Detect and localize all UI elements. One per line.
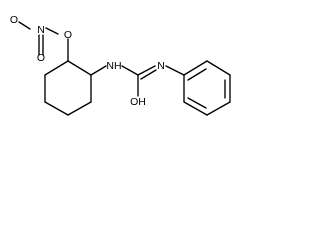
atom-n-nitrate: N xyxy=(37,24,45,36)
atom-nh: NH xyxy=(106,60,121,72)
ring-bond-c3-c4 xyxy=(67,101,92,116)
phenyl-bond-5 xyxy=(183,101,208,116)
atom-o-double: O xyxy=(37,52,45,64)
atom-o-ester: O xyxy=(64,29,72,41)
bond-c2-nh xyxy=(90,65,107,76)
bond-layer xyxy=(18,21,231,116)
bond-o-n xyxy=(18,21,31,30)
phenyl-double-bond-c xyxy=(187,97,207,109)
bond-n-o-ester xyxy=(45,27,59,35)
phenyl-double-bond-a xyxy=(187,68,207,81)
atom-o-top-left: O xyxy=(10,14,18,26)
bond-c-n-double-b xyxy=(140,69,157,80)
bond-n-phenyl xyxy=(165,65,185,76)
atom-n-imine: N xyxy=(157,60,165,72)
atom-label-layer: O N O O NH OH N xyxy=(10,14,165,108)
ring-bond-c4-c5 xyxy=(44,101,69,116)
bond-c-n-double-a xyxy=(137,65,156,76)
phenyl-bond-2 xyxy=(206,60,231,76)
phenyl-bond-4 xyxy=(206,101,231,116)
bond-nh-c xyxy=(121,65,139,76)
ring-bond-c6-c1 xyxy=(44,60,69,76)
atom-oh: OH xyxy=(130,96,146,108)
phenyl-bond-1 xyxy=(183,60,208,76)
structure-canvas: O N O O NH OH N xyxy=(10,14,231,116)
ring-bond-c1-c2 xyxy=(67,60,92,76)
